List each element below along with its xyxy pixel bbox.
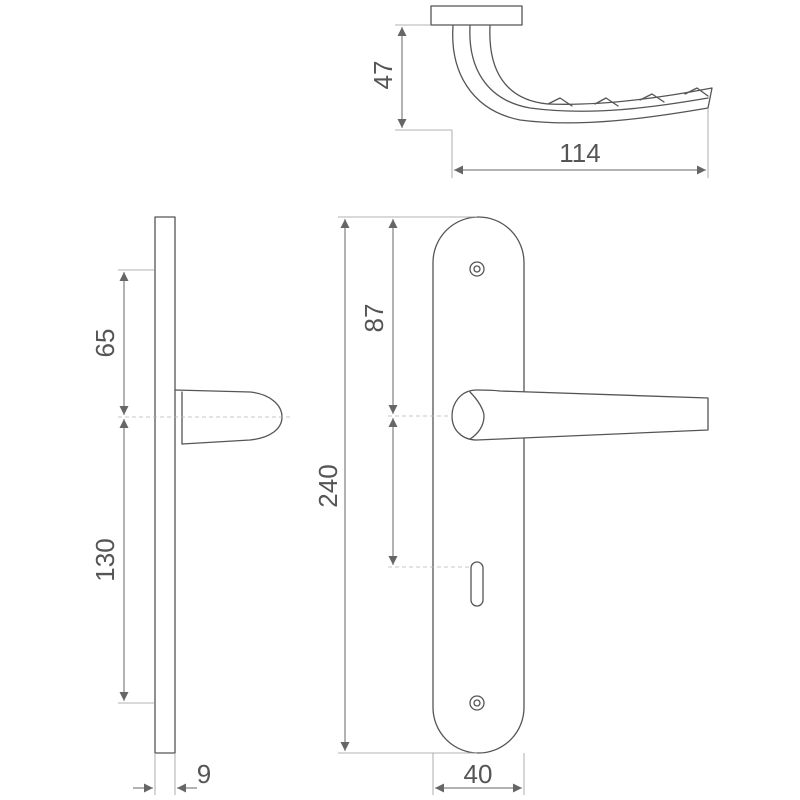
side-view: 65 130 9	[90, 216, 290, 795]
dim-label-40: 40	[464, 759, 493, 789]
top-grip-ridges	[547, 87, 709, 107]
top-handle-inner-line	[469, 25, 709, 112]
front-lever-handle	[451, 389, 709, 441]
dim-label-240: 240	[313, 464, 343, 507]
bottom-screw-inner	[473, 699, 481, 707]
keyhole	[470, 561, 484, 607]
dim-label-9: 9	[197, 759, 211, 789]
top-rosette	[430, 5, 523, 26]
dim-label-114: 114	[559, 138, 600, 168]
front-view: 240 87 40	[313, 216, 709, 795]
top-screw-inner	[473, 265, 481, 273]
top-screw-outer	[469, 261, 485, 277]
front-plate	[432, 216, 525, 754]
bottom-screw-outer	[469, 695, 485, 711]
dim-label-65: 65	[90, 329, 120, 358]
dim-label-130: 130	[90, 538, 120, 581]
dim-label-47: 47	[368, 61, 398, 90]
top-view: 47 114	[368, 5, 713, 178]
side-plate	[154, 216, 176, 754]
top-handle-outline	[452, 25, 713, 124]
dim-label-87: 87	[359, 304, 389, 333]
